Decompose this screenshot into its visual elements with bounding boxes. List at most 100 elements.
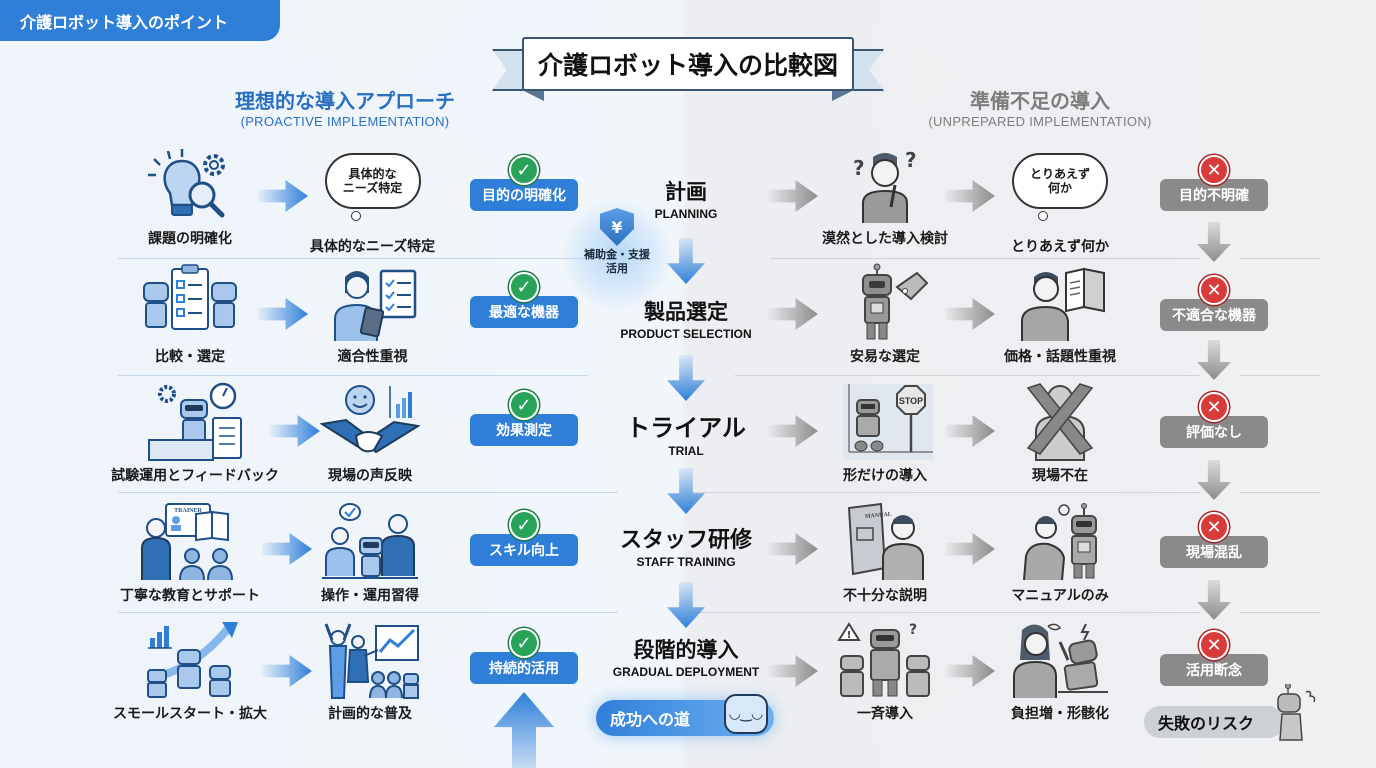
arrow-right-grey <box>945 298 995 330</box>
robot-stop-sign-icon: STOP <box>835 382 935 462</box>
svg-text:?: ? <box>853 156 865 180</box>
row-divider <box>1240 258 1320 259</box>
svg-text:?: ? <box>909 622 917 638</box>
result-badge-ng: ✕ 評価なし <box>1160 392 1268 448</box>
good-step-4-1: TRAINER 丁寧な教育とサポート <box>105 502 275 605</box>
thought-bubble-icon: とりあえず 何か <box>1010 153 1110 233</box>
arrow-down-blue <box>667 355 705 401</box>
step-label: 試験運用とフィードバック <box>111 468 279 484</box>
step-title-jp: 段階的導入 <box>633 638 739 662</box>
step-label: 課題の明確化 <box>148 231 232 247</box>
row-divider <box>118 492 618 493</box>
person-crossed-arms-icon <box>1010 382 1110 462</box>
step-product-selection: 製品選定 PRODUCT SELECTION <box>596 296 776 341</box>
good-step-1-2: 具体的な ニーズ特定 具体的なニーズ特定 <box>300 145 445 256</box>
good-step-4-2: 操作・運用習得 <box>305 502 435 605</box>
svg-text:TRAINER: TRAINER <box>174 508 202 514</box>
bad-step-3-1: STOP 形だけの導入 <box>820 382 950 485</box>
bad-step-1-2: とりあえず 何か とりあえず何か <box>990 145 1130 256</box>
good-step-1-1: 課題の明確化 <box>125 145 255 248</box>
svg-text:MANUAL: MANUAL <box>865 512 892 520</box>
svg-text:!: ! <box>847 630 852 641</box>
row-divider <box>118 612 618 613</box>
arrow-right-grey <box>945 533 995 565</box>
x-icon: ✕ <box>1199 392 1229 422</box>
bad-step-4-2: マニュアルのみ <box>990 502 1130 605</box>
result-badge-ok: ✓ 効果測定 <box>470 390 578 446</box>
arrow-down-grey <box>1197 222 1231 262</box>
lightbulb-gear-magnifier-icon <box>140 145 240 225</box>
row-divider <box>1240 492 1320 493</box>
many-robots-chaos-icon: ! ? <box>835 620 935 700</box>
staff-robot-practice-icon <box>320 502 420 582</box>
corner-tag: 介護ロボット導入のポイント <box>0 0 280 41</box>
row-divider <box>770 258 1200 259</box>
step-staff-training: スタッフ研修 STAFF TRAINING <box>596 522 776 569</box>
step-title-jp: トライアル <box>626 414 746 442</box>
yen-shield-icon: ¥ <box>600 208 634 246</box>
thought-dot <box>1038 211 1048 221</box>
proactive-title-jp: 理想的な導入アプローチ <box>235 89 455 113</box>
x-icon: ✕ <box>1199 512 1229 542</box>
arrow-down-blue <box>667 582 705 628</box>
arrow-down-grey <box>1197 340 1231 380</box>
proactive-title-en: (PROACTIVE IMPLEMENTATION) <box>240 114 450 129</box>
step-title-en: STAFF TRAINING <box>636 555 736 569</box>
check-icon: ✓ <box>509 155 539 185</box>
thought-dot <box>350 211 361 221</box>
happy-robot-icon: ◡‿◡ <box>724 694 768 734</box>
step-title-en: PLANNING <box>654 207 718 221</box>
step-title-jp: 製品選定 <box>644 300 728 324</box>
confused-staff-robot-icon <box>1010 502 1110 582</box>
row-divider <box>1240 612 1320 613</box>
good-step-5-2: 計画的な普及 <box>305 620 435 723</box>
title-ribbon: 介護ロボット導入の比較図 <box>492 33 884 101</box>
row-divider <box>1240 375 1320 376</box>
manual-book-icon: MANUAL <box>835 502 935 582</box>
person-magazine-icon <box>1010 263 1110 343</box>
step-title-en: TRIAL <box>668 444 704 458</box>
step-label: 負担増・形骸化 <box>1011 706 1109 722</box>
page-title: 介護ロボット導入の比較図 <box>522 37 854 91</box>
good-step-3-1: 試験運用とフィードバック <box>110 382 280 485</box>
thought-bubble-icon: 具体的な ニーズ特定 <box>323 153 423 233</box>
robot-stopwatch-icon <box>145 382 245 462</box>
arrow-up-blue <box>494 692 554 768</box>
result-label: 不適合な機器 <box>1160 299 1268 331</box>
bad-step-5-2: 負担増・形骸化 <box>990 620 1130 723</box>
step-label: 現場不在 <box>1032 468 1088 484</box>
team-celebration-chart-icon <box>320 620 420 700</box>
step-label: 比較・選定 <box>155 349 225 365</box>
row-divider <box>735 375 1200 376</box>
robots-checklist-icon <box>140 263 240 343</box>
row-divider <box>118 258 588 259</box>
thought-bubble-text: とりあえず 何か <box>1012 153 1108 209</box>
bad-step-5-1: ! ? 一斉導入 <box>815 620 955 723</box>
arrow-down-grey <box>1197 460 1231 500</box>
proactive-heading: 理想的な導入アプローチ (PROACTIVE IMPLEMENTATION) <box>200 90 490 129</box>
subsidy-label-line2: 活用 <box>606 262 628 276</box>
step-label: 計画的な普及 <box>328 706 412 722</box>
broken-robot-icon <box>1272 683 1322 744</box>
step-title-jp: スタッフ研修 <box>619 528 752 553</box>
step-label: 具体的なニーズ特定 <box>309 239 436 255</box>
row-divider <box>118 375 588 376</box>
x-icon: ✕ <box>1199 275 1229 305</box>
result-badge-ok: ✓ 目的の明確化 <box>470 155 578 211</box>
stressed-person-broken-robot-icon <box>1010 620 1110 700</box>
check-icon: ✓ <box>509 628 539 658</box>
step-label: 不十分な説明 <box>843 588 927 604</box>
svg-text:?: ? <box>905 148 917 172</box>
bad-step-2-2: 価格・話題性重視 <box>990 263 1130 366</box>
good-step-5-1: スモールスタート・拡大 <box>105 620 275 723</box>
confused-person-icon: ? ? <box>835 145 935 225</box>
result-badge-ok: ✓ 最適な機器 <box>470 272 578 328</box>
bad-step-1-1: ? ? 漠然とした導入検討 <box>810 145 960 248</box>
result-badge-ng: ✕ 不適合な機器 <box>1160 275 1268 331</box>
person-clipboard-icon <box>323 263 423 343</box>
success-label: 成功への道 <box>610 710 691 729</box>
bad-step-4-1: MANUAL 不十分な説明 <box>820 502 950 605</box>
step-label: とりあえず何か <box>1011 239 1109 255</box>
x-icon: ✕ <box>1199 155 1229 185</box>
result-badge-ng: ✕ 現場混乱 <box>1160 512 1268 568</box>
